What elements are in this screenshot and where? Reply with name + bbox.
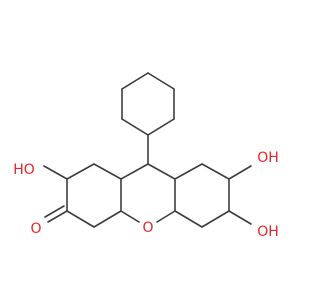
right-lower-hydroxyl-bond: [228, 210, 252, 225]
cyclohexyl-ring: [121, 72, 175, 136]
right-ring: [174, 163, 230, 228]
left-ring: [66, 163, 122, 228]
right-lower-hydroxyl-label: OH: [257, 224, 279, 240]
right-upper-hydroxyl-bond: [228, 165, 252, 180]
chemical-structure-diagram: O O HO OH OH: [13, 72, 279, 240]
ketone-double-bond: [44, 205, 68, 223]
central-pyran-ring: [120, 163, 176, 223]
ring-oxygen-label: O: [142, 220, 153, 236]
left-hydroxyl-bond: [43, 165, 68, 180]
right-upper-hydroxyl-label: OH: [257, 150, 279, 166]
ketone-oxygen-label: O: [30, 221, 41, 237]
left-hydroxyl-label: HO: [13, 162, 35, 178]
